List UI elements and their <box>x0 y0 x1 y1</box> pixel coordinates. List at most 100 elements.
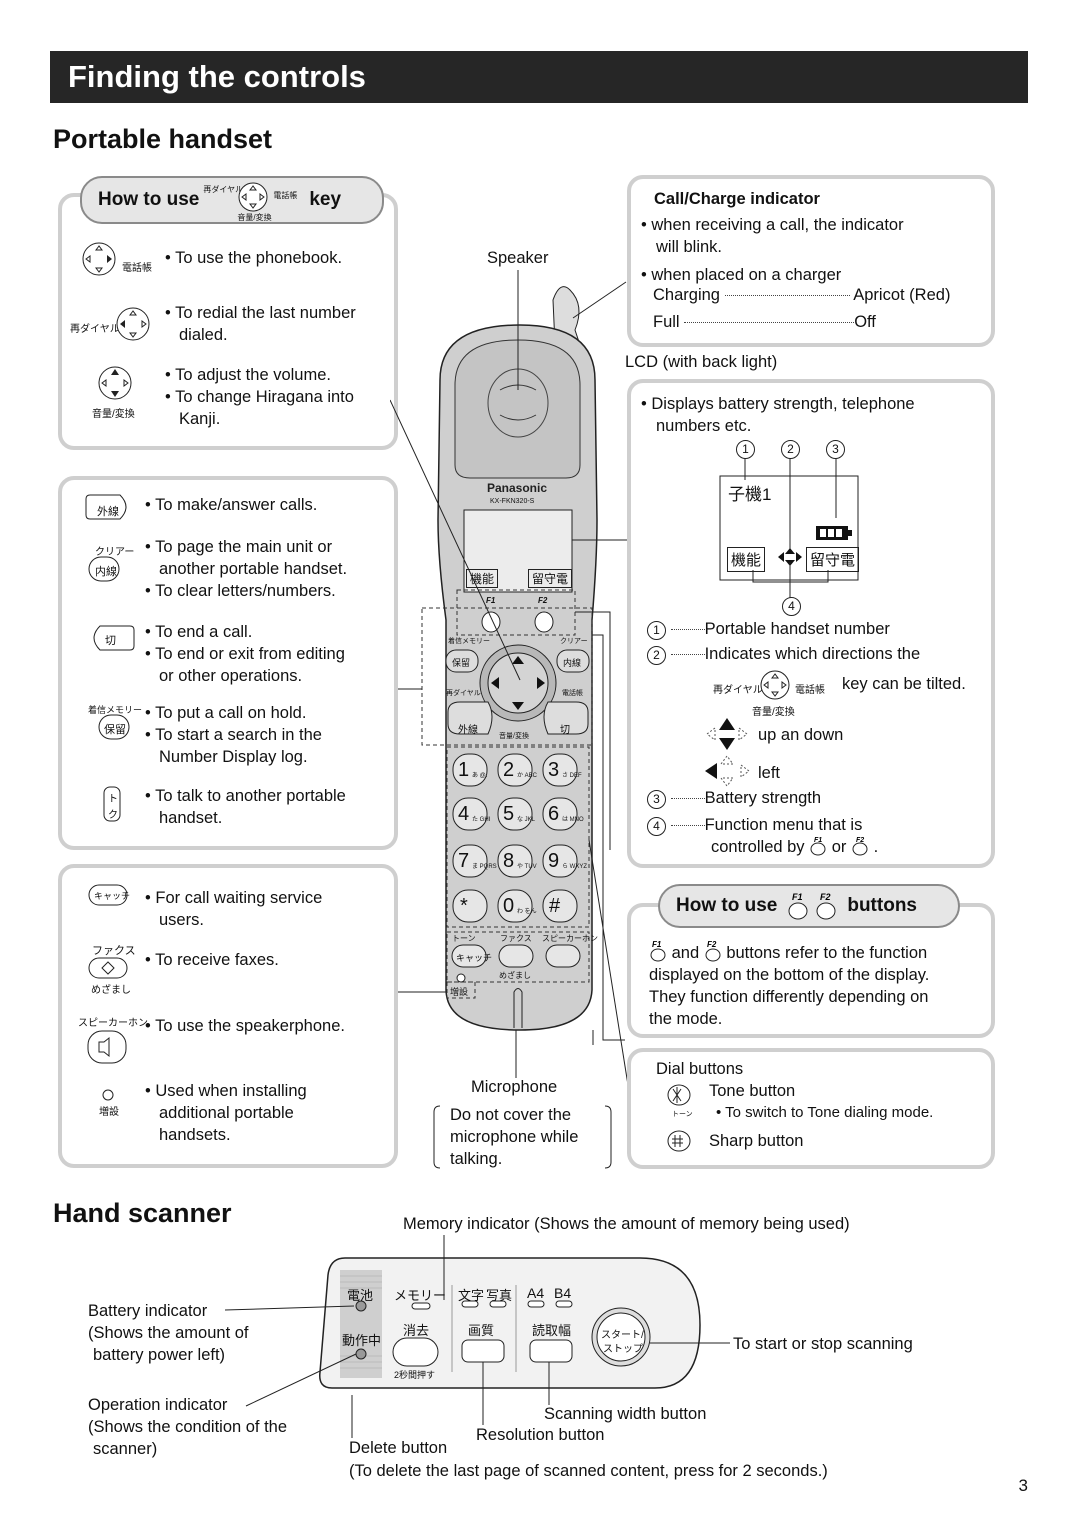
tone-button-note: • To switch to Tone dialing mode. <box>716 1104 934 1121</box>
start-stop-label: To start or stop scanning <box>733 1335 913 1353</box>
resolution-label: Resolution button <box>476 1426 605 1444</box>
catch-button-icon <box>88 884 128 906</box>
naisen-button-icon <box>88 556 120 582</box>
zousetsu-indicator-icon <box>102 1089 114 1101</box>
lcd-legend-2: 2 Indicates which directions the <box>647 643 920 665</box>
phone-softkey-rusuden: 留守電 <box>528 569 573 588</box>
dial-buttons-title: Dial buttons <box>656 1060 744 1078</box>
howto-key-tab-suffix: key <box>309 189 342 210</box>
key-sharp: # <box>549 895 561 917</box>
lcd-handset-label: 子機1 <box>728 485 772 504</box>
key-1: 1 <box>458 759 470 781</box>
sharp-button-icon <box>667 1130 691 1152</box>
f1-inline-icon: F1 <box>650 940 666 962</box>
key-8: 8 <box>503 850 515 872</box>
lcd-num-1: 1 <box>736 440 755 459</box>
delete-note: (To delete the last page of scanned cont… <box>349 1462 828 1480</box>
tone-button-icon <box>667 1084 691 1106</box>
svg-text:F2: F2 <box>820 892 831 902</box>
sharp-button-label: Sharp button <box>709 1132 804 1150</box>
controlled-by-line: controlled by F1 or F2 . <box>711 837 879 856</box>
lcd-softkey-kinou: 機能 <box>727 547 766 572</box>
fax-button-icon <box>88 957 128 979</box>
lcd-softkey-rusuden: 留守電 <box>806 547 860 572</box>
howto-buttons-tab: How to use F1 F2 buttons <box>658 884 960 928</box>
navigation-key-icon: 再ダイヤル 電話帳 音量/変換 <box>203 182 298 222</box>
svg-text:F1: F1 <box>652 940 662 949</box>
howto-item-phonebook: • To use the phonebook. <box>165 249 343 267</box>
lcd-box <box>627 379 995 868</box>
nav-key-left-icon <box>116 307 150 341</box>
lcd-num-3: 3 <box>826 440 845 459</box>
horyu-button-icon <box>98 714 130 740</box>
section-banner: Finding the controls <box>50 51 1028 103</box>
call-indicator-title: Call/Charge indicator <box>654 190 820 208</box>
btn-desc-kiri: • To end a call.• To end or exit from ed… <box>145 623 345 685</box>
handset-illustration <box>390 270 629 1086</box>
key-tilt-text: key can be tilted. <box>842 675 966 693</box>
f2-inline-icon: F2 <box>705 940 721 962</box>
howto-buttons-text: F1 and F2 buttons refer to the function … <box>649 940 930 1028</box>
left-text: left <box>758 764 781 782</box>
lcd-legend-4: 4 Function menu that is <box>647 814 862 836</box>
speakerphone-button-icon <box>87 1030 127 1064</box>
f1-button-icon: F1 <box>810 837 826 856</box>
gaisen-button-icon <box>85 494 127 520</box>
phone-brand: Panasonic <box>487 481 548 495</box>
key-6: 6 <box>548 803 560 825</box>
page-number: 3 <box>1018 1476 1028 1495</box>
svg-text:F1: F1 <box>792 892 803 902</box>
phone-model: KX-FKN320-S <box>490 498 535 505</box>
f2-button-icon: F2 <box>852 837 868 856</box>
key-4: 4 <box>458 803 470 825</box>
svg-text:F2: F2 <box>707 940 717 949</box>
lcd-screen-diagram <box>719 458 859 598</box>
f2-icon: F2 <box>816 892 836 920</box>
dial-buttons-box <box>627 1048 995 1169</box>
lcd-legend-3: 3 Battery strength <box>647 787 821 809</box>
key-3: 3 <box>548 759 560 781</box>
key-9: 9 <box>548 850 560 872</box>
lcd-legend-1: 1 Portable handset number <box>647 618 890 640</box>
svg-text:F1: F1 <box>814 837 822 844</box>
charging-row: Charging Apricot (Red) <box>653 286 951 304</box>
lcd-num-2: 2 <box>781 440 800 459</box>
scan-width-label: Scanning width button <box>544 1405 707 1423</box>
phone-softkey-kinou: 機能 <box>466 569 499 588</box>
updown-arrow-icon <box>706 718 748 750</box>
key-star: * <box>460 895 468 917</box>
operation-indicator-label: Operation indicator(Shows the condition … <box>88 1396 288 1458</box>
delete-button-label: Delete button <box>349 1439 448 1457</box>
btn-desc-speaker: • To use the speakerphone. <box>145 1017 345 1035</box>
btn-desc-fax: • To receive faxes. <box>145 951 279 969</box>
key-7: 7 <box>458 850 470 872</box>
btn-desc-gaisen: • To make/answer calls. <box>145 496 318 514</box>
lcd-num-4: 4 <box>782 597 801 616</box>
nav-key-right-icon <box>82 242 116 276</box>
full-row: Full Off <box>653 313 876 331</box>
speaker-callout: Speaker <box>487 249 549 267</box>
left-arrow-icon <box>705 755 750 787</box>
memory-indicator-label: Memory indicator (Shows the amount of me… <box>403 1215 850 1233</box>
btn-desc-horyu: • To put a call on hold.• To start a sea… <box>145 704 322 766</box>
call-indicator-box <box>627 175 995 347</box>
buttons-box <box>58 476 398 850</box>
mic-note-brackets <box>433 1105 612 1169</box>
tone-button-label: Tone button <box>709 1082 796 1100</box>
updown-text: up an down <box>758 726 844 744</box>
buttons-box-2 <box>58 864 398 1168</box>
key-0: 0 <box>503 895 515 917</box>
key-2: 2 <box>503 759 515 781</box>
howto-key-tab-prefix: How to use <box>98 189 200 210</box>
svg-text:F2: F2 <box>856 837 864 844</box>
scanner-illustration <box>224 1235 730 1438</box>
kiri-button-icon <box>93 625 135 651</box>
howto-item-volume: • To adjust the volume.• To change Hirag… <box>165 366 354 428</box>
nav-key-updown-icon <box>98 366 132 400</box>
